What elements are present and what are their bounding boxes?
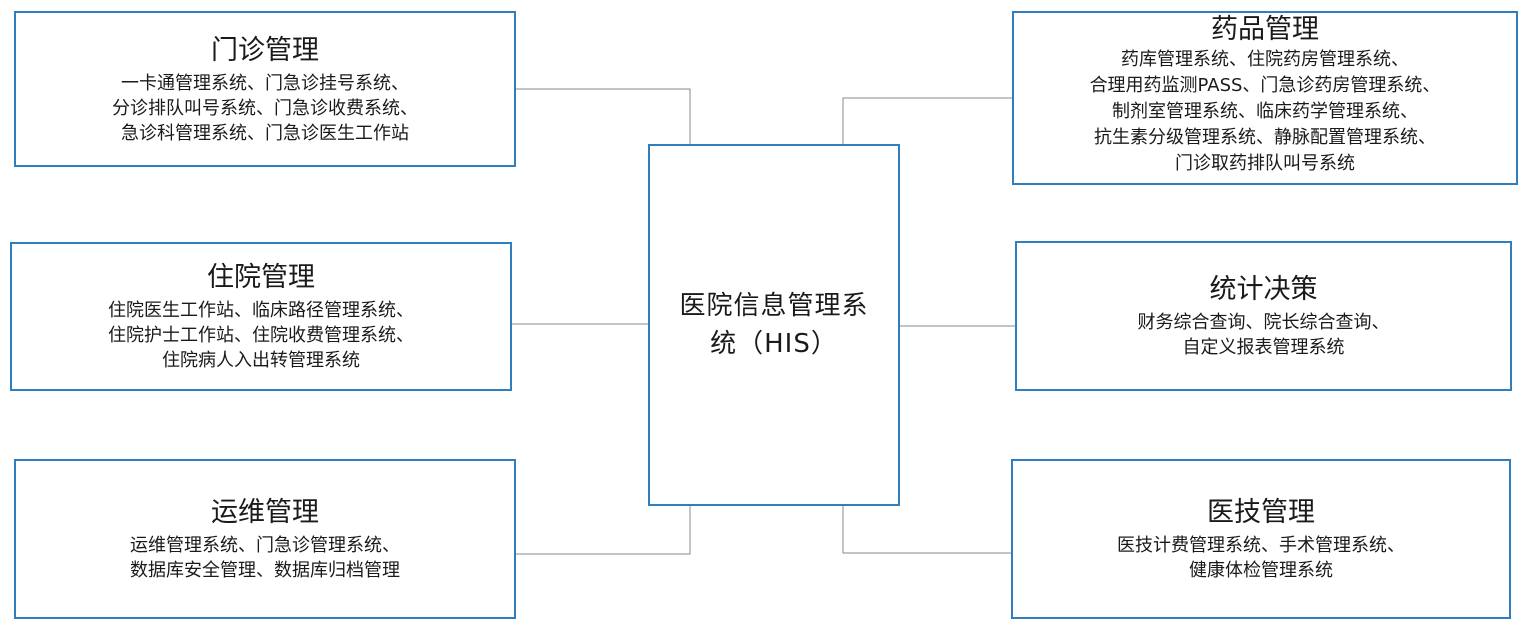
central-system-title-line2: 统（HIS） [710,329,838,359]
module-line: 财务综合查询、院长综合查询、 [1137,312,1390,333]
module-line: 抗生素分级管理系统、静脉配置管理系统、 [1094,127,1436,148]
connector-yaopin [842,97,1012,144]
module-zhuyuan: 住院管理 住院医生工作站、临床路径管理系统、 住院护士工作站、住院收费管理系统、… [10,242,512,391]
module-yunwei: 运维管理 运维管理系统、门急诊管理系统、 数据库安全管理、数据库归档管理 [14,459,516,619]
module-title: 药品管理 [1211,14,1319,45]
module-title: 统计决策 [1209,274,1318,305]
module-tongji: 统计决策 财务综合查询、院长综合查询、 自定义报表管理系统 [1015,241,1512,391]
module-menzhen: 门诊管理 一卡通管理系统、门急诊挂号系统、 分诊排队叫号系统、门急诊收费系统、 … [14,11,516,167]
module-line: 住院护士工作站、住院收费管理系统、 [108,325,414,346]
module-line: 分诊排队叫号系统、门急诊收费系统、 [112,97,418,119]
module-line: 制剂室管理系统、临床药学管理系统、 [1112,101,1418,122]
module-line: 自定义报表管理系统 [1182,337,1345,358]
module-line: 运维管理系统、门急诊管理系统、 [130,535,400,556]
module-line: 住院医生工作站、临床路径管理系统、 [108,300,414,321]
module-line: 住院病人入出转管理系统 [162,350,360,371]
module-title: 住院管理 [207,262,315,293]
module-line: 健康体检管理系统 [1189,560,1333,581]
central-system: 医院信息管理系 统（HIS） [648,144,900,506]
module-line: 门诊取药排队叫号系统 [1175,153,1355,174]
connector-menzhen [516,88,691,144]
module-title: 医技管理 [1207,497,1315,528]
connector-yiji [842,506,1011,554]
module-title: 运维管理 [211,497,319,528]
central-system-title-line1: 医院信息管理系 [679,291,869,321]
module-yaopin: 药品管理 药库管理系统、住院药房管理系统、 合理用药监测PASS、门急诊药房管理… [1012,11,1518,185]
module-line: 数据库安全管理、数据库归档管理 [130,560,400,581]
module-line: 医技计费管理系统、手术管理系统、 [1117,535,1405,556]
module-line: 合理用药监测PASS、门急诊药房管理系统、 [1089,75,1441,96]
module-line: 急诊科管理系统、门急诊医生工作站 [121,122,409,144]
connector-yunwei [516,506,691,555]
module-title: 门诊管理 [211,34,319,66]
module-yiji: 医技管理 医技计费管理系统、手术管理系统、 健康体检管理系统 [1011,459,1511,619]
module-line: 药库管理系统、住院药房管理系统、 [1121,49,1409,70]
module-line: 一卡通管理系统、门急诊挂号系统、 [121,72,409,94]
